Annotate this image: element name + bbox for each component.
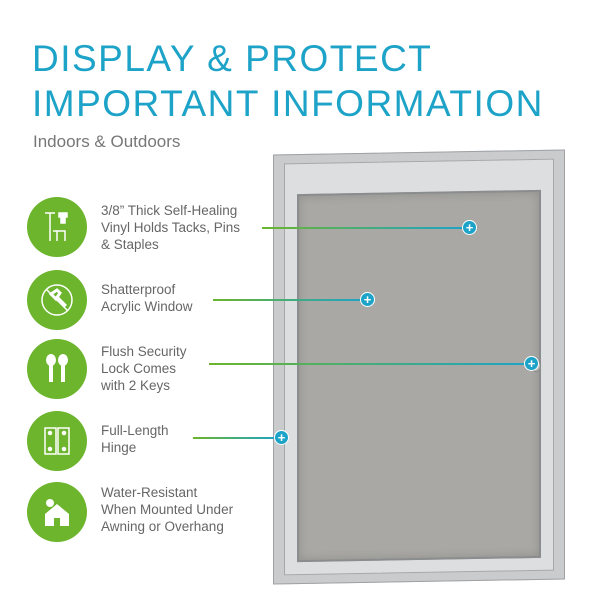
vinyl-board-surface [297,189,541,563]
feature-text: Flush Security Lock Comes with 2 Keys [101,344,187,393]
callout-line [262,227,467,229]
title-line-2: IMPORTANT INFORMATION [32,83,544,124]
feature-text: Full-Length Hinge [101,423,169,455]
callout-line [193,437,279,439]
callout-marker: + [462,220,477,235]
callout-marker: + [360,292,375,307]
callout-marker: + [274,430,289,445]
feature-text: Shatterproof Acrylic Window [101,282,193,314]
keys-icon [27,339,87,399]
callout-line [209,363,529,365]
callout-line [213,299,365,301]
callout-marker: + [524,356,539,371]
door-frame [284,158,554,576]
bulletin-board-frame [273,149,565,585]
title-line-1: DISPLAY & PROTECT [32,38,433,79]
subtitle: Indoors & Outdoors [33,132,181,151]
feature-text: Water-Resistant When Mounted Under Awnin… [101,485,234,534]
tack-pin-staple-icon [27,197,87,257]
hinge-icon [27,411,87,471]
feature-text: 3/8” Thick Self-Healing Vinyl Holds Tack… [101,203,241,252]
no-hammer-icon [27,270,87,330]
house-sun-icon [27,482,87,542]
